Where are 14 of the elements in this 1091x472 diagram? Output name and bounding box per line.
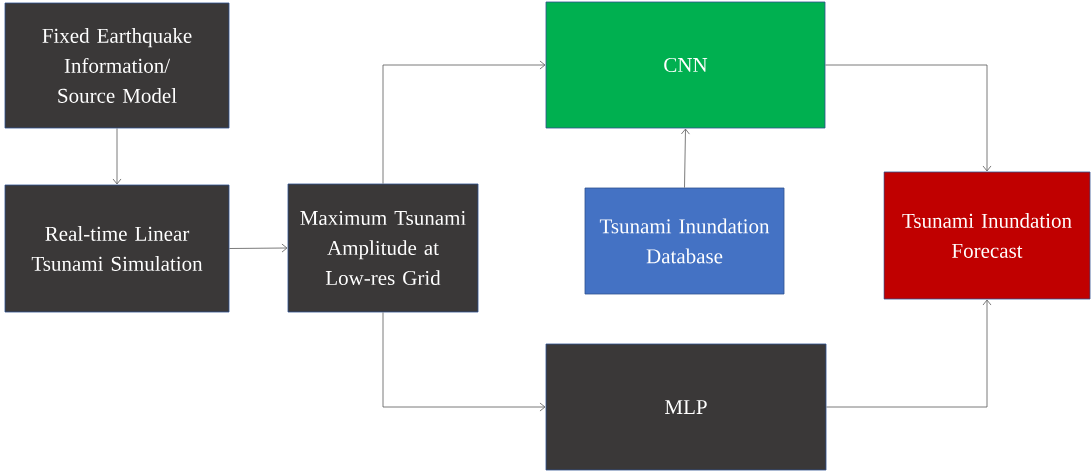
- process-box: MLP: [545, 343, 827, 471]
- process-box: Maximum Tsunami Amplitude at Low-res Grid: [287, 183, 479, 313]
- arrow: [229, 243, 288, 253]
- arrow: [382, 60, 546, 184]
- arrow: [681, 128, 690, 188]
- process-box: CNN: [545, 1, 826, 129]
- process-box: Fixed Earthquake Information/ Source Model: [4, 2, 230, 129]
- arrow: [825, 64, 992, 172]
- arrow: [826, 299, 992, 408]
- arrow: [112, 128, 122, 185]
- process-box: Tsunami Inundation Forecast: [883, 171, 1091, 300]
- arrow: [382, 312, 546, 412]
- process-box: Tsunami Inundation Database: [584, 187, 785, 295]
- process-box: Real-time Linear Tsunami Simulation: [4, 184, 230, 313]
